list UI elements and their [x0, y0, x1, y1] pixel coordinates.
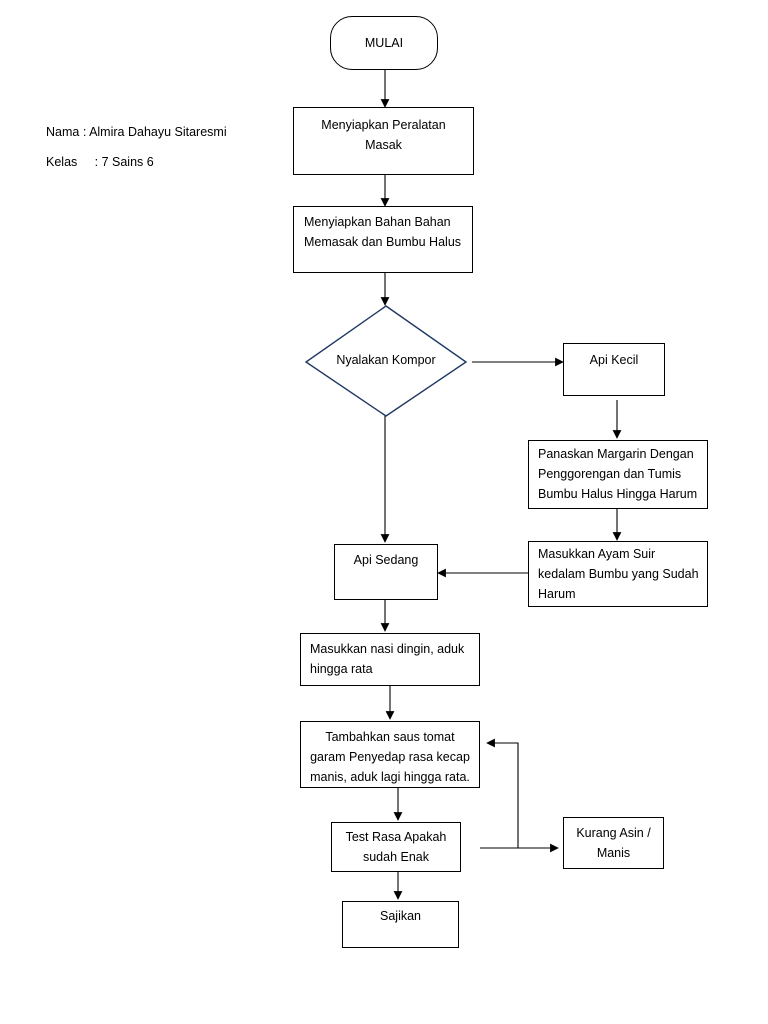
start-terminal: MULAI — [330, 16, 438, 70]
process-masukkan-nasi: Masukkan nasi dingin, aduk hingga rata — [300, 633, 480, 686]
end-sajikan: Sajikan — [342, 901, 459, 948]
process-tambahkan-saus: Tambahkan saus tomat garam Penyedap rasa… — [300, 721, 480, 788]
process-label: Panaskan Margarin Dengan Penggorengan da… — [538, 447, 698, 501]
decision-label: Nyalakan Kompor — [336, 353, 436, 367]
process-menyiapkan-peralatan: Menyiapkan Peralatan Masak — [293, 107, 474, 175]
process-label: Masukkan nasi dingin, aduk hingga rata — [310, 642, 465, 676]
process-masukkan-ayam: Masukkan Ayam Suir kedalam Bumbu yang Su… — [528, 541, 708, 607]
student-class: Kelas : 7 Sains 6 — [46, 155, 154, 169]
process-label: Masukkan Ayam Suir kedalam Bumbu yang Su… — [538, 547, 699, 601]
start-label: MULAI — [364, 36, 404, 50]
arrow-kurang-loop-to-saus — [486, 738, 519, 848]
process-label: Kurang Asin / Manis — [576, 826, 651, 860]
process-kurang-asin: Kurang Asin / Manis — [563, 817, 664, 869]
process-api-sedang: Api Sedang — [334, 544, 438, 600]
process-label: Test Rasa Apakah sudah Enak — [345, 830, 447, 864]
process-label: Menyiapkan Peralatan Masak — [321, 118, 446, 152]
process-test-rasa: Test Rasa Apakah sudah Enak — [331, 822, 461, 872]
decision-diamond-nyalakan-kompor — [304, 305, 468, 417]
student-name: Nama : Almira Dahayu Sitaresmi — [46, 125, 227, 139]
process-label: Sajikan — [380, 909, 421, 923]
process-label: Tambahkan saus tomat garam Penyedap rasa… — [310, 730, 470, 784]
process-api-kecil: Api Kecil — [563, 343, 665, 396]
process-label: Api Kecil — [589, 353, 639, 367]
process-menyiapkan-bahan: Menyiapkan Bahan Bahan Memasak dan Bumbu… — [293, 206, 473, 273]
process-panaskan-margarin: Panaskan Margarin Dengan Penggorengan da… — [528, 440, 708, 509]
process-label: Menyiapkan Bahan Bahan Memasak dan Bumbu… — [304, 215, 462, 249]
process-label: Api Sedang — [353, 553, 419, 567]
